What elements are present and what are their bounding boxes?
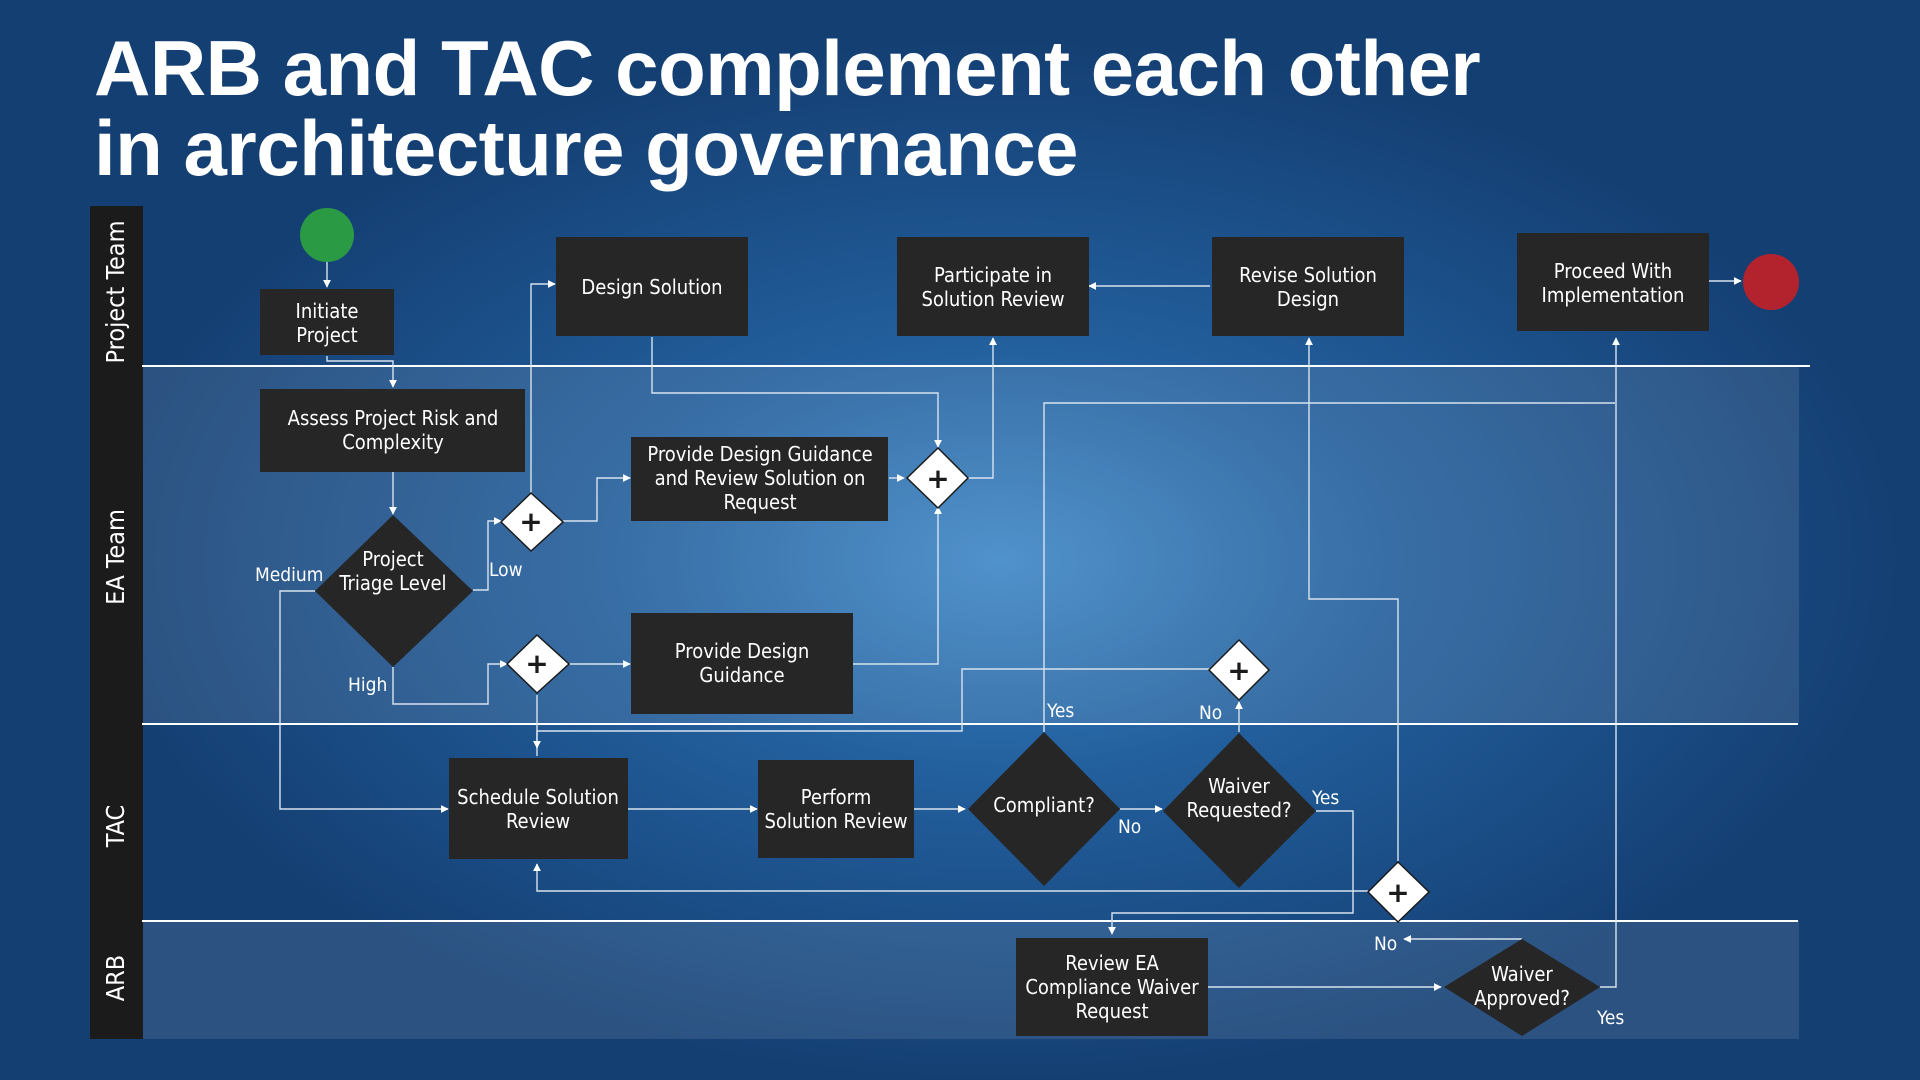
svg-text:+: + <box>926 462 949 495</box>
svg-text:+: + <box>1227 654 1250 687</box>
lane-header-bar <box>90 206 143 1039</box>
svg-text:Compliant?: Compliant? <box>993 793 1095 817</box>
edge-label-waiver-approved-yes: Yes <box>1596 1007 1624 1029</box>
gateway-waiver-denied: + <box>1366 860 1431 924</box>
connectors <box>279 261 1742 991</box>
flow-triage-medium <box>279 590 449 813</box>
decision-compliant: Compliant? <box>968 732 1120 886</box>
flow-low-gw-to-guidance-review <box>563 474 631 522</box>
svg-text:+: + <box>519 505 542 538</box>
edge-label-compliant-no: No <box>1118 816 1141 838</box>
flow-waiver-req-yes <box>1108 810 1354 935</box>
flow-merge-gw-to-participate <box>968 337 997 479</box>
title-line-2: in architecture governance <box>94 104 1079 192</box>
flow-compliant-yes <box>1043 402 1615 732</box>
edge-label-waiver-req-no: No <box>1199 702 1222 724</box>
lane-label-arb: ARB <box>101 955 130 1001</box>
svg-text:Design Solution: Design Solution <box>581 275 722 299</box>
gateway-high-split: + <box>505 633 571 695</box>
flow-tac-gw-to-schedule <box>533 863 1368 892</box>
svg-text:+: + <box>525 647 548 680</box>
gateway-waiver-no: + <box>1207 638 1271 702</box>
task-design-solution: Design Solution <box>556 237 748 336</box>
flow-waiver-approved-yes <box>1600 337 1620 988</box>
slide-title: ARB and TAC complement each other in arc… <box>94 28 1794 188</box>
lane-label-tac: TAC <box>101 805 130 848</box>
edge-label-low: Low <box>489 559 523 581</box>
end-event <box>1743 254 1799 310</box>
gateway-low-split: + <box>499 491 565 553</box>
lane-headers: Project Team EA Team TAC ARB <box>90 206 143 1039</box>
svg-text:+: + <box>1386 876 1409 909</box>
edge-label-medium: Medium <box>255 564 323 586</box>
flow-initiate-to-assess <box>326 356 397 388</box>
flow-triage-low <box>473 517 502 591</box>
flow-tac-gw-to-revise-up <box>1305 337 1399 861</box>
edge-label-waiver-req-yes: Yes <box>1311 787 1339 809</box>
start-event <box>300 208 354 262</box>
edge-label-compliant-yes: Yes <box>1046 700 1074 722</box>
flow-design-solution-to-merge-gw <box>651 337 942 448</box>
lane-label-project-team: Project Team <box>101 220 130 363</box>
title-line-1: ARB and TAC complement each other <box>94 24 1481 112</box>
flow-guidance-to-merge-gw <box>853 506 942 665</box>
edge-label-high: High <box>348 674 387 696</box>
gateway-review-merge: + <box>905 446 970 510</box>
flow-ea-gw-to-revise <box>533 668 1211 749</box>
edge-label-waiver-approved-no: No <box>1374 933 1397 955</box>
lane-label-ea-team: EA Team <box>101 509 130 605</box>
flow-low-gw-to-design-solution <box>530 280 556 495</box>
flow-triage-high <box>392 660 508 705</box>
